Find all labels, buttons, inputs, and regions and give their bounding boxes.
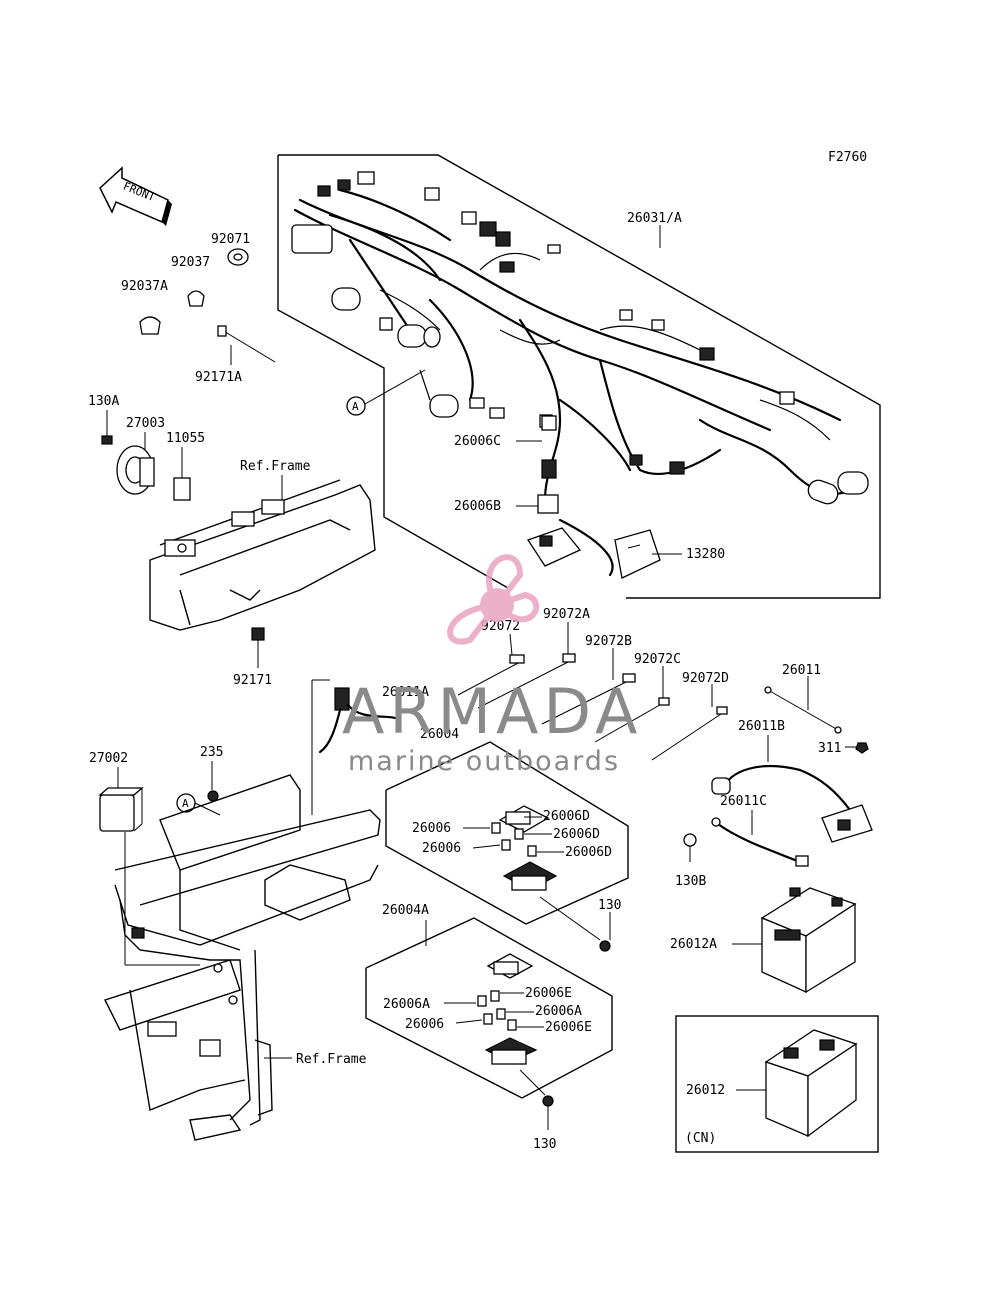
callout-a-frame-letter: A bbox=[182, 797, 189, 810]
main-wiring-harness bbox=[293, 188, 852, 577]
bolt-130A bbox=[101, 435, 113, 445]
label-26011: 26011 bbox=[782, 663, 821, 678]
watermark-tagline: marine outboards bbox=[348, 746, 620, 777]
fuse-box-cover-26004A bbox=[486, 953, 534, 979]
clip-92171 bbox=[251, 627, 265, 641]
label-92072B: 92072B bbox=[585, 634, 632, 649]
label-27002: 27002 bbox=[89, 751, 128, 766]
label-13280: 13280 bbox=[686, 547, 725, 562]
label-92072A: 92072A bbox=[543, 607, 590, 622]
cable-26011C bbox=[711, 817, 809, 867]
nut-311 bbox=[855, 742, 869, 754]
label-235: 235 bbox=[200, 745, 223, 760]
horn-27003 bbox=[116, 445, 155, 495]
label-92037: 92037 bbox=[171, 255, 210, 270]
cn-battery-box bbox=[675, 1015, 879, 1153]
grommet-92071 bbox=[227, 248, 249, 266]
label-26006D-3: 26006D bbox=[565, 845, 612, 860]
cable-tie-92072C bbox=[594, 697, 670, 743]
label-92171A: 92171A bbox=[195, 370, 242, 385]
label-ref-frame-bottom: Ref.Frame bbox=[296, 1052, 367, 1067]
label-26006D-2: 26006D bbox=[553, 827, 600, 842]
label-92072C: 92072C bbox=[634, 652, 681, 667]
label-26011A: 26011A bbox=[382, 685, 429, 700]
relay-27002 bbox=[98, 787, 144, 832]
front-arrow-icon: FRONT bbox=[99, 166, 172, 226]
armada-propeller-logo bbox=[447, 554, 540, 645]
front-frame bbox=[149, 479, 376, 631]
label-26011B: 26011B bbox=[738, 719, 785, 734]
label-130B: 130B bbox=[675, 874, 706, 889]
label-92071: 92071 bbox=[211, 232, 250, 247]
bolt-235 bbox=[207, 790, 219, 802]
label-11055: 11055 bbox=[166, 431, 205, 446]
label-92037A: 92037A bbox=[121, 279, 168, 294]
fuses-26006 bbox=[491, 822, 537, 857]
label-311: 311 bbox=[818, 741, 841, 756]
label-26006E-2: 26006E bbox=[545, 1020, 592, 1035]
sub-harness-26011A bbox=[318, 687, 397, 754]
label-26006D-1: 26006D bbox=[543, 809, 590, 824]
label-26004A: 26004A bbox=[382, 903, 429, 918]
fuse-box-cover-26004 bbox=[498, 805, 550, 833]
label-26031A: 26031/A bbox=[627, 211, 682, 226]
callout-a-harness-letter: A bbox=[352, 400, 359, 413]
label-92171: 92171 bbox=[233, 673, 272, 688]
switch-panel bbox=[527, 527, 582, 567]
bracket-11055 bbox=[173, 477, 191, 501]
label-26006-2: 26006 bbox=[422, 841, 461, 856]
callout-a-frame bbox=[176, 793, 221, 816]
cable-tie-92072 bbox=[457, 654, 525, 696]
fuses-26006A bbox=[477, 990, 517, 1031]
label-26006C: 26006C bbox=[454, 434, 501, 449]
callout-a-harness bbox=[346, 396, 366, 416]
region-note-cn: (CN) bbox=[685, 1131, 716, 1146]
battery-26012A bbox=[760, 887, 857, 994]
label-26004: 26004 bbox=[420, 727, 459, 742]
label-26011C: 26011C bbox=[720, 794, 767, 809]
part-13280-cover bbox=[614, 529, 661, 579]
cable-26011B bbox=[711, 765, 873, 843]
lead-26011 bbox=[764, 686, 842, 734]
label-92072: 92072 bbox=[481, 619, 520, 634]
label-ref-frame-top: Ref.Frame bbox=[240, 459, 311, 474]
label-26006B: 26006B bbox=[454, 499, 501, 514]
fuse-block-26004A bbox=[484, 1037, 538, 1065]
label-26012: 26012 bbox=[686, 1083, 725, 1098]
label-26006E-1: 26006E bbox=[525, 986, 572, 1001]
label-130-lower: 130 bbox=[533, 1137, 556, 1152]
label-92072D: 92072D bbox=[682, 671, 729, 686]
label-26012A: 26012A bbox=[670, 937, 717, 952]
label-26006-3: 26006 bbox=[405, 1017, 444, 1032]
main-harness-box: A bbox=[277, 154, 881, 599]
label-26006-1: 26006 bbox=[412, 821, 451, 836]
bolt-130-upper bbox=[599, 940, 611, 952]
clamp-92037A bbox=[139, 316, 161, 335]
label-26006A-1: 26006A bbox=[383, 997, 430, 1012]
cable-tie-92072B bbox=[541, 673, 636, 725]
bolt-130B bbox=[683, 833, 697, 862]
label-27003: 27003 bbox=[126, 416, 165, 431]
rear-frame bbox=[104, 774, 381, 1141]
label-130A: 130A bbox=[88, 394, 119, 409]
label-130-upper: 130 bbox=[598, 898, 621, 913]
cable-tie-92072A bbox=[477, 653, 576, 709]
bolt-130-lower bbox=[542, 1095, 554, 1130]
watermark-brand: ARMADA bbox=[342, 675, 642, 748]
cable-tie-92072D bbox=[651, 706, 728, 761]
bracket-92171A bbox=[217, 325, 276, 363]
battery-26012 bbox=[764, 1029, 858, 1138]
figure-code: F2760 bbox=[828, 150, 867, 165]
harness-connectors bbox=[291, 171, 869, 505]
label-26006A-2: 26006A bbox=[535, 1004, 582, 1019]
clamp-92037 bbox=[187, 290, 205, 307]
armada-watermark: ARMADA marine outboards bbox=[342, 554, 642, 777]
fuse-block-26004 bbox=[502, 861, 558, 891]
